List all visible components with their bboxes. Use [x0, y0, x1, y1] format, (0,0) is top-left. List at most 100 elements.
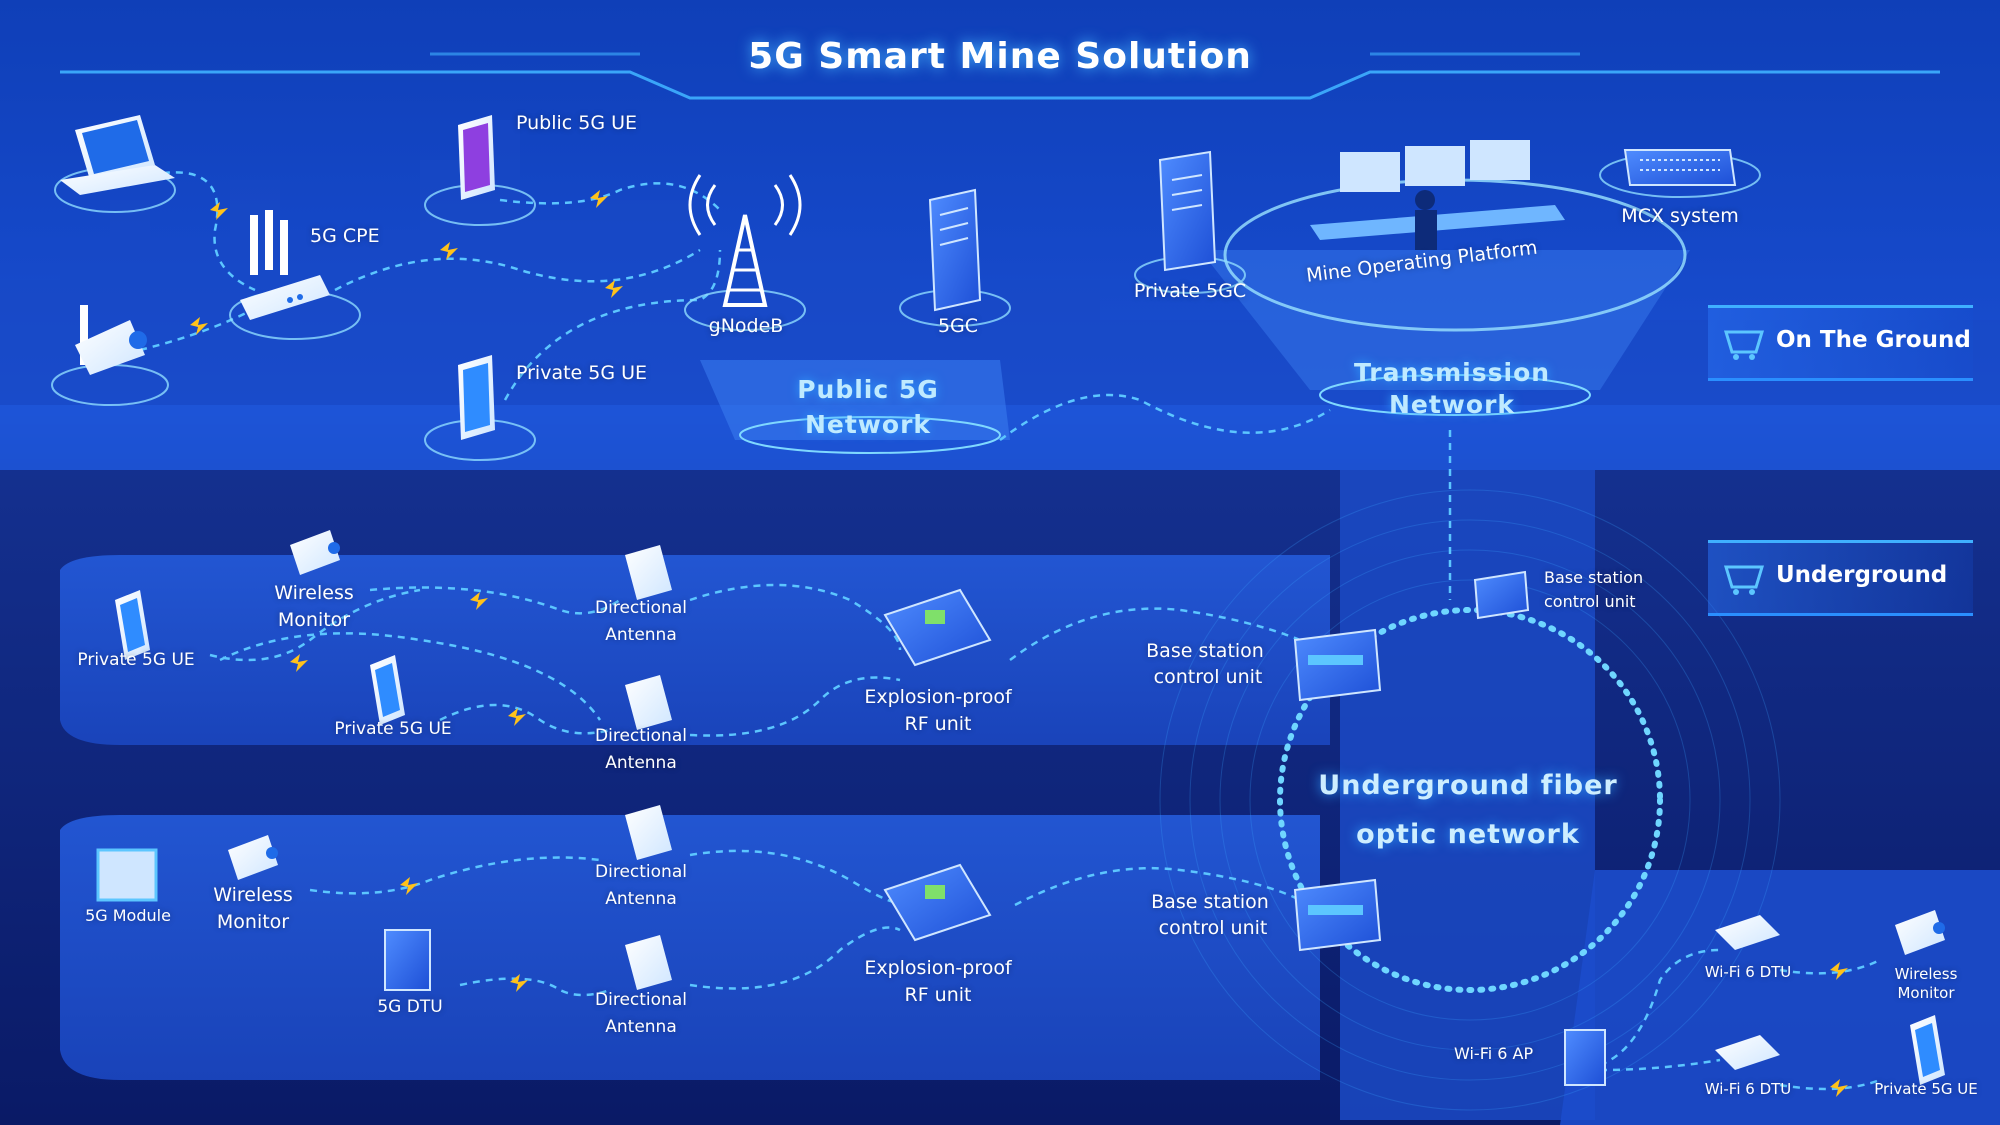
link-rf-bscu-2	[1014, 866, 1301, 907]
t2-antenna-top-label-line2: Antenna	[605, 889, 677, 909]
fiber-bscu-label-line2: control unit	[1544, 592, 1636, 611]
camera-icon	[228, 835, 278, 880]
module-icon	[96, 848, 158, 902]
wifi-dtu-bottom-label: Wi-Fi 6 DTU	[1704, 1080, 1792, 1098]
phone-icon	[458, 115, 495, 200]
transmission-label-line2: Network	[1388, 390, 1516, 419]
core-5gc-label: 5GC	[937, 315, 979, 337]
signal-bolt-icon	[590, 190, 608, 208]
t1-antenna-top-label-line2: Antenna	[605, 625, 677, 645]
link-ap-dtu-bottom	[1599, 1058, 1721, 1072]
section-badge-underground: Underground	[1708, 540, 1973, 616]
link-ue-antenna-2	[219, 632, 602, 721]
antenna-icon	[625, 545, 672, 730]
monitor-wall-icon	[1310, 140, 1565, 250]
mine-cart-icon	[1723, 565, 1765, 595]
section-badge-ground: On The Ground	[1708, 305, 1973, 381]
link-ap-dtu-top	[1599, 948, 1721, 1067]
link-ue2-antenna	[439, 703, 611, 735]
link-monitor-antenna	[369, 586, 621, 615]
t1-antenna-top-label-line1: Directional	[595, 598, 687, 618]
t2-antenna-bottom-label-line1: Directional	[595, 990, 687, 1010]
tower-icon	[688, 174, 802, 307]
wifi-dtu-icon	[1715, 915, 1780, 1070]
t1-bscu-label-line1: Base station	[1146, 640, 1264, 662]
phone-icon	[115, 590, 150, 660]
link-dtu-monitor	[1779, 958, 1881, 975]
link-rf-bscu-1	[1009, 607, 1301, 662]
fiber-ue-label: Private 5G UE	[1874, 1080, 1978, 1098]
phone-icon	[1910, 1015, 1945, 1085]
rf-unit-icon	[883, 863, 992, 942]
signal-bolt-icon	[605, 280, 623, 298]
link-ue-monitor	[209, 588, 421, 662]
t1-antenna-bottom-label-line1: Directional	[595, 726, 687, 746]
t2-monitor-label-line2: Monitor	[216, 911, 290, 933]
wifi-ap-label: Wi-Fi 6 AP	[1454, 1044, 1534, 1063]
t2-monitor-label-line1: Wireless	[213, 884, 293, 906]
public-ue-label: Public 5G UE	[516, 112, 638, 134]
section-label: Underground	[1776, 562, 1948, 588]
signal-bolt-icon	[400, 877, 418, 895]
t2-bscu-label-line1: Base station	[1151, 891, 1269, 913]
gnodeb-label: gNodeB	[708, 315, 784, 337]
t2-antenna-bottom-label-line2: Antenna	[605, 1017, 677, 1037]
signal-bolt-icon	[190, 317, 208, 335]
t1-rf-label-line1: Explosion-proof	[864, 686, 1012, 708]
signal-bolt-icon	[290, 654, 308, 672]
signal-bolt-icon	[210, 202, 228, 220]
fiber-monitor-label-line1: Wireless	[1894, 965, 1958, 983]
link-camera-cpe	[139, 298, 271, 352]
fiber-bscu-label-line1: Base station	[1544, 568, 1644, 587]
signal-bolt-icon	[470, 592, 488, 610]
transmission-label-line1: Transmission	[1353, 358, 1551, 387]
cpe-label: 5G CPE	[310, 225, 380, 247]
t1-monitor-label-line2: Monitor	[277, 609, 351, 631]
t1-rf-label-line2: RF unit	[904, 713, 972, 735]
server-icon	[928, 188, 982, 312]
base-station-icon	[1293, 878, 1382, 952]
fiber-label-line2: optic network	[1356, 819, 1580, 850]
dtu-icon	[384, 929, 431, 991]
mcx-label: MCX system	[1621, 205, 1739, 227]
base-station-icon	[1293, 628, 1382, 702]
t1-monitor-label-line1: Wireless	[274, 582, 354, 604]
access-point-icon	[1564, 1029, 1606, 1086]
signal-bolt-icon	[508, 708, 526, 726]
router-icon	[240, 210, 330, 320]
signal-bolt-icon	[1830, 962, 1848, 980]
link-dtu-ue	[1779, 1078, 1881, 1091]
private-ue-label: Private 5G UE	[516, 362, 648, 384]
antenna-icon	[625, 805, 672, 990]
t2-dtu-label: 5G DTU	[377, 997, 443, 1017]
t2-bscu-label-line2: control unit	[1158, 917, 1268, 939]
link-antenna4-rf	[689, 926, 901, 990]
t2-rf-label-line1: Explosion-proof	[864, 957, 1012, 979]
camera-icon	[1895, 910, 1945, 955]
phone-icon	[370, 655, 405, 725]
link-laptop-cpe	[149, 171, 256, 292]
signal-bolt-icon	[510, 974, 528, 992]
base-station-icon	[1473, 570, 1530, 620]
t1-ue-left-label: Private 5G UE	[77, 650, 195, 670]
link-dtu-antenna4	[459, 977, 611, 997]
link-monitor-antenna3	[309, 856, 601, 895]
laptop-icon	[60, 115, 175, 195]
t2-module-label: 5G Module	[85, 906, 171, 925]
t1-antenna-bottom-label-line2: Antenna	[605, 753, 677, 773]
fiber-label-line1: Underground fiber	[1318, 770, 1618, 801]
diagram-title: 5G Smart Mine Solution	[748, 36, 1252, 77]
fiber-monitor-label-line2: Monitor	[1897, 984, 1955, 1002]
rack-icon	[1623, 149, 1737, 186]
public-network-label-line2: Network	[804, 410, 932, 439]
server-icon	[1158, 150, 1217, 272]
section-label: On The Ground	[1776, 327, 1971, 353]
link-antenna2-rf	[689, 676, 901, 737]
mine-cart-icon	[1723, 330, 1765, 360]
signal-bolt-icon	[1830, 1079, 1848, 1097]
private-5gc-label: Private 5GC	[1133, 280, 1247, 302]
rf-unit-icon	[883, 588, 992, 667]
wifi-dtu-top-label: Wi-Fi 6 DTU	[1704, 963, 1792, 981]
